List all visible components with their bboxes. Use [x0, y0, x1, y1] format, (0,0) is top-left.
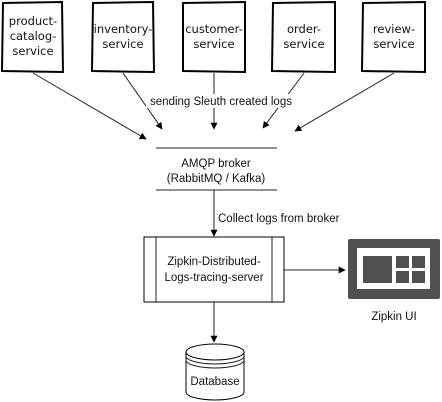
arrow-inventory-to-broker — [122, 72, 163, 130]
database-label: Database — [190, 376, 239, 388]
collect-edge-label: Collect logs from broker — [218, 213, 340, 225]
zipkin-server-label-line1: Zipkin-Distributed- — [167, 256, 260, 268]
broker-label-line1: AMQP broker — [181, 158, 251, 170]
service-label-line2: service — [102, 37, 143, 51]
service-customer: customer- service — [182, 0, 246, 74]
service-label-line2: service — [193, 37, 234, 51]
amqp-broker: AMQP broker (RabbitMQ / Kafka) — [156, 147, 277, 191]
service-inventory: inventory- service — [90, 0, 156, 74]
logs-edge-label: sending Sleuth created logs — [150, 96, 292, 108]
service-review: review- service — [360, 0, 426, 74]
service-label-line3: service — [12, 44, 53, 58]
arrow-review-to-broker — [294, 72, 395, 132]
service-label-line2: service — [283, 37, 324, 51]
zipkin-ui-label: Zipkin UI — [371, 311, 416, 323]
service-product-catalog: product- catalog- service — [0, 0, 65, 74]
service-label-line2: catalog- — [10, 29, 57, 43]
service-label-line1: order- — [287, 22, 321, 36]
logs-label-bg — [146, 94, 296, 108]
service-label-line1: review- — [373, 22, 415, 36]
service-label-line1: customer- — [185, 22, 243, 36]
arrow-product-to-broker — [32, 72, 147, 140]
service-label-line1: product- — [9, 14, 57, 28]
service-order: order- service — [270, 0, 336, 74]
service-label-line2: service — [373, 37, 414, 51]
zipkin-server: Zipkin-Distributed- Logs-tracing-server — [143, 236, 285, 303]
broker-label-line2: (RabbitMQ / Kafka) — [167, 173, 266, 185]
service-label-line1: inventory- — [94, 22, 153, 36]
zipkin-server-label-line2: Logs-tracing-server — [164, 272, 263, 284]
browser-window-icon — [348, 239, 440, 299]
database-cylinder-icon — [185, 343, 245, 401]
